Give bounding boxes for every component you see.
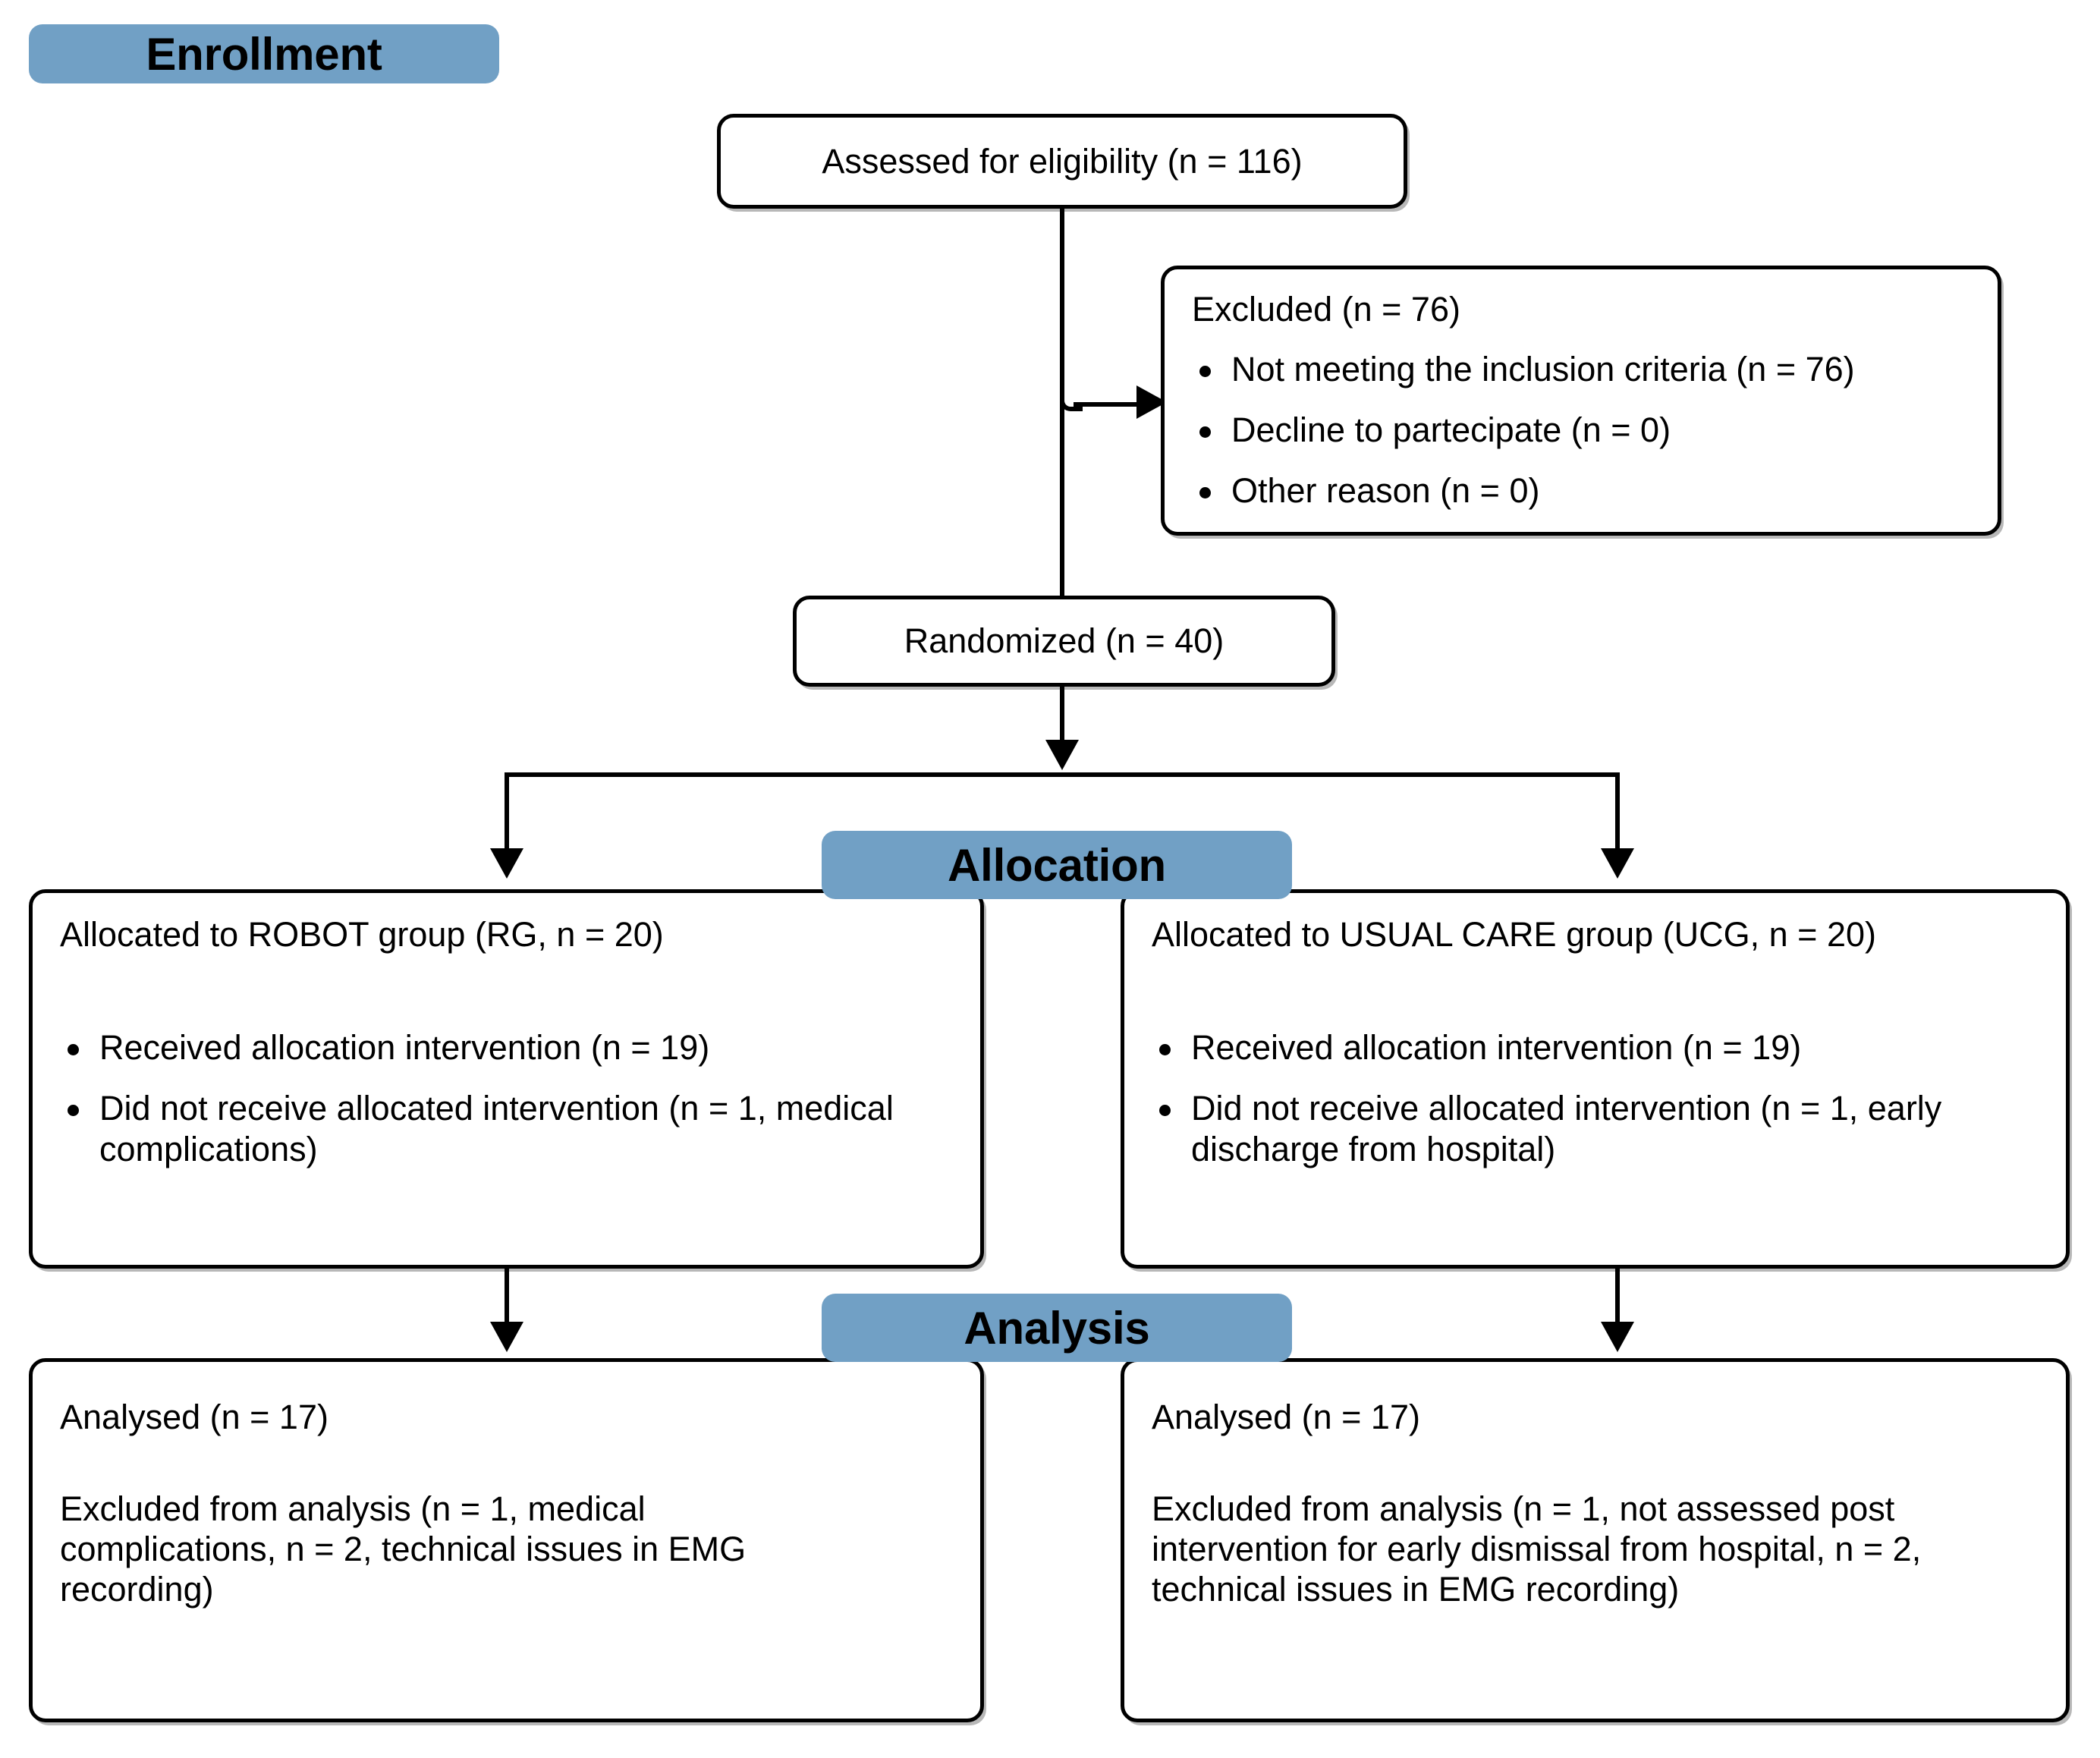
- connector-allocation-right-to-analysis: [1615, 1269, 1620, 1328]
- connector-randomized-down: [1060, 687, 1064, 755]
- box-assessed-for-eligibility: Assessed for eligibility (n = 116): [717, 114, 1407, 209]
- excluded-reason-item: Other reason (n = 0): [1192, 470, 1975, 511]
- allocation-left-list: Received allocation intervention (n = 19…: [60, 1027, 957, 1170]
- excluded-reason-list: Not meeting the inclusion criteria (n = …: [1192, 349, 1975, 511]
- allocation-right-title: Allocated to USUAL CARE group (UCG, n = …: [1152, 915, 1876, 954]
- arrowhead-analysis-left: [490, 1322, 523, 1352]
- arrowhead-randomized-down: [1045, 740, 1079, 770]
- connector-line-to-excluded: [1074, 402, 1157, 407]
- allocation-left-title: Allocated to ROBOT group (RG, n = 20): [60, 915, 664, 954]
- connector-split-bar: [505, 772, 1620, 777]
- phase-label-enrollment: Enrollment: [146, 28, 382, 80]
- excluded-reason-item: Not meeting the inclusion criteria (n = …: [1192, 349, 1975, 390]
- arrowhead-split-left: [490, 848, 523, 879]
- phase-label-allocation: Allocation: [947, 839, 1166, 891]
- phase-badge-analysis: Analysis: [822, 1294, 1292, 1362]
- analysis-left-analysed: Analysed (n = 17): [60, 1398, 329, 1436]
- allocation-right-item: Did not receive allocated intervention (…: [1152, 1088, 2043, 1170]
- excluded-reason-item: Decline to partecipate (n = 0): [1192, 410, 1975, 451]
- box-allocation-left: Allocated to ROBOT group (RG, n = 20) Re…: [29, 889, 984, 1269]
- assessed-text: Assessed for eligibility (n = 116): [822, 141, 1303, 181]
- connector-split-left-drop: [505, 772, 509, 857]
- arrowhead-split-right: [1601, 848, 1634, 879]
- connector-split-right-drop: [1615, 772, 1620, 857]
- box-analysis-left: Analysed (n = 17) Excluded from analysis…: [29, 1358, 984, 1722]
- randomized-text: Randomized (n = 40): [904, 621, 1224, 661]
- allocation-right-list: Received allocation intervention (n = 19…: [1152, 1027, 2043, 1170]
- analysis-right-analysed: Analysed (n = 17): [1152, 1398, 1420, 1436]
- excluded-title: Excluded (n = 76): [1192, 290, 1460, 329]
- phase-badge-enrollment: Enrollment: [29, 24, 499, 83]
- connector-elbow-to-excluded: [1060, 379, 1083, 411]
- box-excluded: Excluded (n = 76) Not meeting the inclus…: [1161, 266, 2001, 536]
- analysis-left-excluded: Excluded from analysis (n = 1, medical c…: [60, 1489, 747, 1609]
- arrowhead-analysis-right: [1601, 1322, 1634, 1352]
- phase-badge-allocation: Allocation: [822, 831, 1292, 899]
- allocation-left-item: Did not receive allocated intervention (…: [60, 1088, 957, 1170]
- box-randomized: Randomized (n = 40): [793, 596, 1335, 687]
- connector-allocation-left-to-analysis: [505, 1269, 509, 1328]
- phase-label-analysis: Analysis: [964, 1302, 1150, 1354]
- allocation-right-item: Received allocation intervention (n = 19…: [1152, 1027, 2043, 1068]
- box-allocation-right: Allocated to USUAL CARE group (UCG, n = …: [1121, 889, 2070, 1269]
- box-analysis-right: Analysed (n = 17) Excluded from analysis…: [1121, 1358, 2070, 1722]
- allocation-left-item: Received allocation intervention (n = 19…: [60, 1027, 957, 1068]
- analysis-right-excluded: Excluded from analysis (n = 1, not asses…: [1152, 1489, 1922, 1609]
